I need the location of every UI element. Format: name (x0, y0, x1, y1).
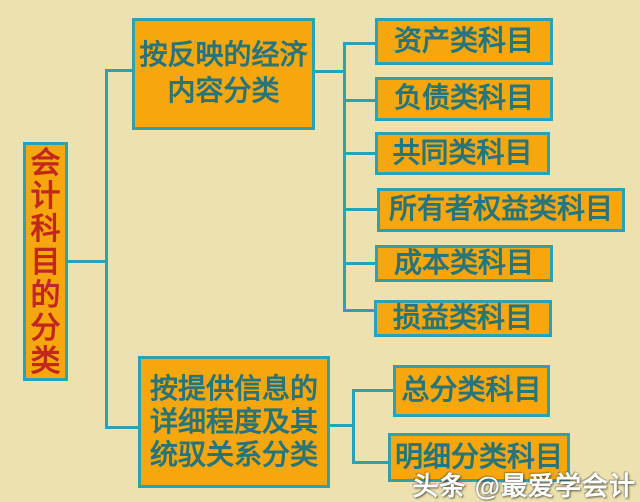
node-leaf-profit-loss: 损益类科目 (374, 300, 552, 337)
connector-to-branch2 (105, 426, 138, 429)
connector-branch2-out (330, 424, 352, 427)
connector-stub-general (352, 389, 393, 392)
node-branch-economic-content: 按反映的经济 内容分类 (132, 18, 315, 130)
watermark-text: 头条 @最爱学会计 (412, 471, 636, 501)
connector-stub-equity (343, 208, 377, 211)
connector-stub-detail (352, 461, 388, 464)
connector-stub-common (343, 152, 375, 155)
connector-trunk-vertical (105, 69, 108, 428)
connector-stub-liabilities (343, 99, 375, 102)
node-branch2-line3: 统驭关系分类 (149, 439, 318, 471)
connector-stub-cost (343, 262, 375, 265)
node-branch2-line2: 详细程度及其 (149, 406, 318, 438)
connector-branch1-out (315, 70, 343, 73)
node-branch-detail-level: 按提供信息的 详细程度及其 统驭关系分类 (138, 356, 330, 488)
node-leaf-liabilities: 负债类科目 (375, 77, 553, 121)
node-branch1-line2: 内容分类 (167, 76, 280, 107)
node-root-classification: 会计科目的分类 (23, 142, 68, 381)
node-branch2-line1: 按提供信息的 (149, 373, 318, 405)
connector-to-branch1 (105, 69, 132, 72)
node-leaf-subsidiary: 明细分类科目 (388, 433, 570, 482)
connector-stub-assets (343, 42, 375, 45)
node-leaf-owners-equity: 所有者权益类科目 (377, 188, 625, 232)
connector-stub-profitloss (343, 309, 374, 312)
connector-branch1-vertical (343, 42, 346, 312)
node-leaf-common: 共同类科目 (375, 132, 550, 175)
node-branch1-line1: 按反映的经济 (139, 40, 308, 71)
node-leaf-assets: 资产类科目 (375, 18, 553, 65)
connector-branch2-vertical (352, 389, 355, 464)
node-leaf-general-ledger: 总分类科目 (393, 365, 550, 417)
node-leaf-cost: 成本类科目 (375, 245, 553, 282)
connector-root-to-trunk (68, 260, 105, 263)
